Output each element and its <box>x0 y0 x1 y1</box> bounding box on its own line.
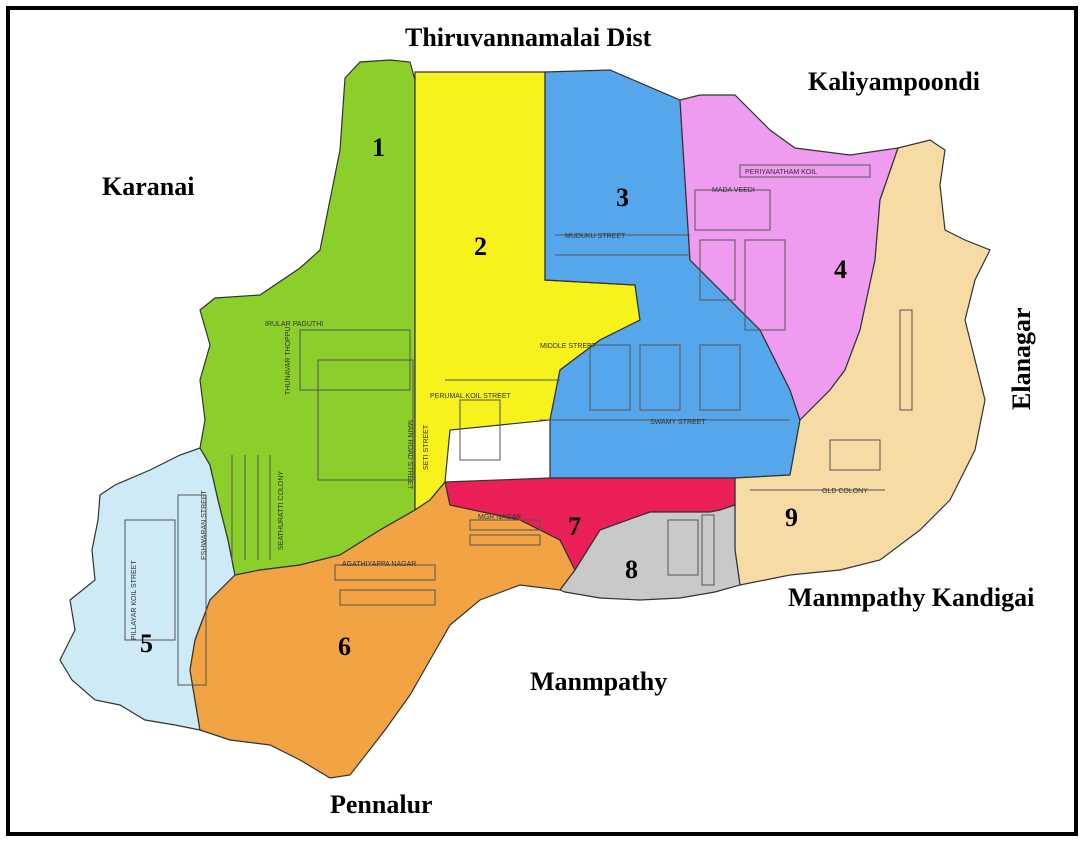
ward-5-label: 5 <box>140 629 153 658</box>
ward-8-region[interactable] <box>559 504 741 601</box>
neighbor-north: Thiruvannamalai Dist <box>405 23 652 52</box>
street-mada: MADA VEEDI <box>712 187 755 194</box>
street-periyanatham: PERIYANATHAM KOIL <box>745 169 817 176</box>
street-labels: IRULAR PAGUTHI THUNAVAR THOPPU SEATHURAT… <box>131 169 868 640</box>
neighbor-southeast: Manmpathy Kandigai <box>788 583 1034 612</box>
street-agathiyappa: AGATHIYAPPA NAGAR <box>342 561 416 568</box>
street-old: OLD COLONY <box>822 488 868 495</box>
street-eshwaran: ESHWARAN STREET <box>201 490 208 560</box>
street-pillayar: PILLAYAR KOIL STREET <box>131 560 138 640</box>
street-middle: MIDDLE STREET <box>540 343 597 350</box>
neighbor-west: Karanai <box>102 172 194 201</box>
neighbor-south: Manmpathy <box>530 667 667 696</box>
ward-1-label: 1 <box>372 133 385 162</box>
street-main: MAIN ROAD STREET <box>406 420 413 490</box>
street-seti: SETI STREET <box>423 424 430 470</box>
ward-4-label: 4 <box>834 255 847 284</box>
street-mgr: MGR NAGAR <box>478 514 521 521</box>
ward-9-label: 9 <box>785 503 798 532</box>
ward-9-region[interactable] <box>734 139 991 586</box>
street-sedhurathi: SEATHURATTI COLONY <box>278 471 285 550</box>
ward-6-label: 6 <box>338 632 351 661</box>
street-muduku: MUDUKU STREET <box>565 233 626 240</box>
neighbor-southwest: Pennalur <box>330 790 433 819</box>
neighbor-northeast: Kaliyampoondi <box>808 67 980 96</box>
ward-8-label: 8 <box>625 555 638 584</box>
street-thunavar: THUNAVAR THOPPU <box>285 327 292 395</box>
ward-3-label: 3 <box>616 183 629 212</box>
street-perumal: PERUMAL KOIL STREET <box>430 393 512 400</box>
street-irular: IRULAR PAGUTHI <box>265 321 323 328</box>
street-network <box>124 164 913 686</box>
ward-labels: 1 2 3 4 5 6 7 8 9 <box>140 133 847 661</box>
neighbor-labels: Thiruvannamalai Dist Kaliyampoondi Karan… <box>102 23 1036 819</box>
street-swamy: SWAMY STREET <box>650 419 706 426</box>
ward-2-label: 2 <box>474 232 487 261</box>
neighbor-east: Elanagar <box>1007 307 1036 410</box>
ward-7-label: 7 <box>568 512 581 541</box>
